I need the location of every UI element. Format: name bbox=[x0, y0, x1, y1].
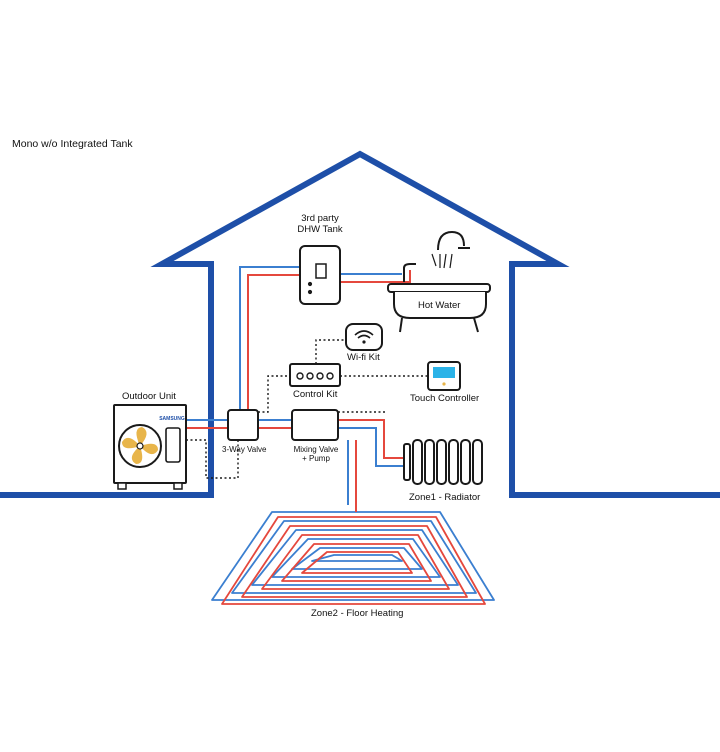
heat-pump-icon bbox=[113, 404, 187, 490]
dhw-tank-label-line1: 3rd party bbox=[301, 213, 339, 224]
bathtub-icon bbox=[387, 230, 491, 333]
control-wiring bbox=[186, 339, 428, 479]
control-box-icon bbox=[289, 363, 341, 387]
wire-wifi bbox=[315, 339, 346, 364]
water-tank-icon bbox=[299, 245, 341, 305]
pipes bbox=[186, 266, 411, 512]
mixing-valve-icon bbox=[291, 409, 339, 441]
valve-icon bbox=[227, 409, 259, 441]
dhw-tank-label: 3rd party DHW Tank bbox=[290, 213, 350, 236]
pipe-rad-hot bbox=[338, 419, 404, 459]
thermostat-icon bbox=[427, 361, 461, 391]
floor-coil-cold bbox=[211, 511, 495, 601]
mixing-valve-label: Mixing Valve + Pump bbox=[286, 445, 346, 463]
hot-water-label: Hot Water bbox=[418, 300, 461, 311]
mixing-valve-label-line2: + Pump bbox=[302, 454, 330, 464]
zone1-label: Zone1 - Radiator bbox=[409, 492, 481, 503]
ground-left bbox=[0, 150, 720, 498]
pipe-rad-cold bbox=[338, 427, 404, 467]
floor-coil-hot bbox=[221, 516, 486, 605]
pipe-tank-cold bbox=[239, 266, 300, 410]
outdoor-unit-label: Outdoor Unit bbox=[122, 391, 176, 402]
control-kit-label: Control Kit bbox=[293, 389, 338, 400]
fan-blades bbox=[122, 427, 158, 464]
three-way-valve-label: 3-Way Valve bbox=[222, 445, 267, 454]
wifi-kit-label: Wi-fi Kit bbox=[347, 352, 380, 363]
zone2-label: Zone2 - Floor Heating bbox=[311, 608, 404, 619]
touch-controller-label: Touch Controller bbox=[410, 393, 480, 404]
pipe-tank-hot bbox=[247, 274, 300, 410]
brand-logo: SAMSUNG bbox=[159, 416, 185, 422]
diagram-title: Mono w/o Integrated Tank bbox=[12, 138, 133, 150]
radiator-icon bbox=[403, 439, 483, 485]
floor-heating-coil bbox=[211, 511, 495, 605]
wire-3way bbox=[258, 375, 290, 413]
pipe-bath-hot bbox=[340, 270, 411, 283]
house-outline-icon bbox=[0, 150, 720, 498]
dhw-tank-label-line2: DHW Tank bbox=[297, 223, 343, 235]
mixing-valve-label-line1: Mixing Valve bbox=[293, 445, 339, 454]
wifi-icon bbox=[345, 323, 383, 351]
